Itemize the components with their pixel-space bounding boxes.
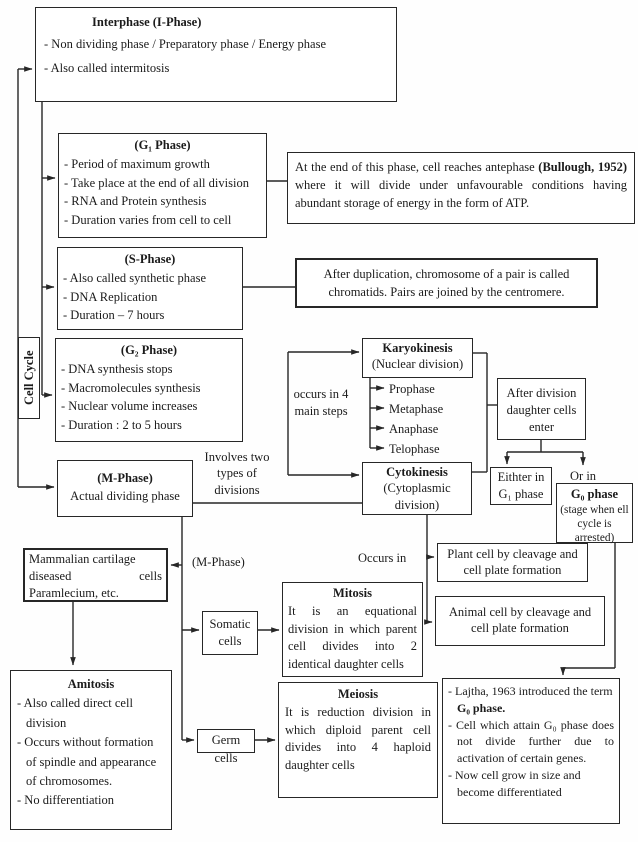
mammalian-line: Paramlecium, etc.	[29, 585, 119, 600]
occurs-in-label: Occurs in	[358, 551, 407, 565]
g1-title: (G₁ Phase)	[134, 138, 191, 152]
g2-title: (G₂ Phase)	[120, 343, 178, 357]
mammalian-cells-box: Mammalian cartilage diseased cells Param…	[23, 548, 168, 602]
g1-bullet: - Duration varies from cell to cell	[64, 213, 232, 227]
plant-cell-box: Plant cell by cleavage and cell plate fo…	[437, 543, 588, 582]
g1-bullet: - RNA and Protein synthesis	[64, 194, 207, 209]
m-phase-title: (M-Phase)	[97, 471, 153, 485]
g1-phase-box: (G₁ Phase) - Period of maximum growth - …	[58, 133, 267, 238]
somatic-cells-box: Somatic cells	[202, 611, 258, 655]
antephase-note-box: At the end of this phase, cell reaches a…	[287, 152, 635, 224]
step-telophase: Telophase	[389, 442, 440, 456]
g2-bullet: - DNA synthesis stops	[61, 361, 173, 376]
s-bullet: - DNA Replication	[63, 289, 158, 304]
flow-lines	[17, 66, 616, 743]
g2-bullet: - Nuclear volume increases	[61, 399, 198, 414]
g1-bullet: - Take place at the end of all division	[64, 175, 249, 190]
g0-note-bullet: - Now cell grow in size and become diffe…	[448, 767, 581, 799]
g2-phase-box: (G₂ Phase) - DNA synthesis stops - Macro…	[55, 338, 243, 442]
antephase-note-text: where it will divide under unfavourable …	[295, 178, 627, 211]
amitosis-bullet: - Occurs without formation of spindle an…	[17, 735, 157, 788]
amitosis-bullet: - Also called direct cell division	[17, 696, 133, 730]
m-phase-box: (M-Phase) Actual dividing phase	[57, 460, 193, 517]
cell-cycle-label: Cell Cycle	[22, 350, 36, 406]
g0-note-bullet: - Cell which attain G₀ phase does not di…	[448, 717, 614, 766]
s-bullet: - Duration – 7 hours	[63, 308, 165, 323]
karyokinesis-title: Karyokinesis	[382, 341, 453, 355]
after-division-box: After division daughter cells enter	[497, 378, 586, 440]
g0-phase-box: G₀ phase (stage when ell cycle is arrest…	[556, 483, 633, 545]
amitosis-title: Amitosis	[67, 677, 115, 691]
s-bullet: - Also called synthetic phase	[63, 270, 207, 285]
g0-phase-note: (stage when ell cycle is arrested)	[560, 504, 629, 545]
meiosis-title: Meiosis	[337, 687, 379, 701]
amitosis-box: Amitosis - Also called direct cell divis…	[10, 670, 172, 830]
interphase-title: Interphase (I-Phase)	[92, 15, 202, 29]
g2-bullet: - Macromolecules synthesis	[61, 380, 201, 395]
antephase-note-citation: (Bullough, 1952)	[538, 160, 627, 174]
or-in-label: Or in	[570, 469, 597, 483]
animal-cell-box: Animal cell by cleavage and cell plate f…	[435, 596, 605, 646]
step-anaphase: Anaphase	[389, 422, 439, 436]
s-title: (S-Phase)	[124, 252, 176, 266]
g0-phase-term: G₀ phase.	[457, 700, 506, 715]
cytokinesis-title: Cytokinesis	[386, 465, 448, 479]
g0-phase-title: G₀ phase	[570, 487, 619, 501]
mitosis-title: Mitosis	[333, 586, 372, 600]
g2-bullet: - Duration : 2 to 5 hours	[61, 418, 182, 432]
karyokinesis-box: Karyokinesis (Nuclear division)	[362, 338, 473, 378]
meiosis-body: It is reduction division in which diploi…	[285, 704, 431, 772]
cytokinesis-box: Cytokinesis (Cytoplasmic division)	[362, 462, 472, 515]
interphase-bullet: - Non dividing phase / Preparatory phase…	[44, 37, 326, 52]
interphase-bullet: - Also called intermitosis	[44, 61, 170, 76]
amitosis-bullet: - No differentiation	[17, 793, 114, 808]
g1-bullet: - Period of maximum growth	[64, 156, 210, 171]
germ-cells-box: Germ cells	[197, 729, 255, 765]
antephase-note-text: At the end of this phase, cell reaches a…	[295, 160, 539, 174]
chromatid-note-text: After duplication, chromosome of a pair …	[323, 267, 570, 300]
mitosis-body: It is an equational division in which pa…	[288, 603, 417, 671]
cytokinesis-subtitle: (Cytoplasmic division)	[383, 481, 451, 512]
step-prophase: Prophase	[389, 382, 435, 396]
either-g1-box: Eithter in G₁ phase	[490, 467, 552, 505]
cell-cycle-label-box: Cell Cycle	[18, 337, 40, 419]
meiosis-box: Meiosis It is reduction division in whic…	[278, 682, 438, 798]
involves-two-types-label: Involves two types of divisions	[204, 450, 270, 497]
mammalian-line: Mammalian cartilage	[29, 552, 136, 566]
mammalian-line: diseased cells	[29, 568, 162, 583]
karyokinesis-subtitle: (Nuclear division)	[371, 357, 464, 372]
mitosis-box: Mitosis It is an equational division in …	[282, 582, 423, 677]
interphase-box: Interphase (I-Phase) - Non dividing phas…	[35, 7, 397, 102]
chromatid-note-box: After duplication, chromosome of a pair …	[295, 258, 598, 308]
step-metaphase: Metaphase	[389, 402, 444, 416]
g0-note-box: - Lajtha, 1963 introduced the term G₀ ph…	[442, 678, 620, 824]
occurs-in-4-steps-label: occurs in 4 main steps	[293, 387, 349, 418]
g0-note-bullet: - Lajtha, 1963 introduced the term G₀ ph…	[448, 684, 613, 715]
m-phase-subtitle: Actual dividing phase	[70, 489, 180, 504]
m-phase-ref-label: (M-Phase)	[192, 555, 245, 569]
s-phase-box: (S-Phase) - Also called synthetic phase …	[57, 247, 243, 330]
